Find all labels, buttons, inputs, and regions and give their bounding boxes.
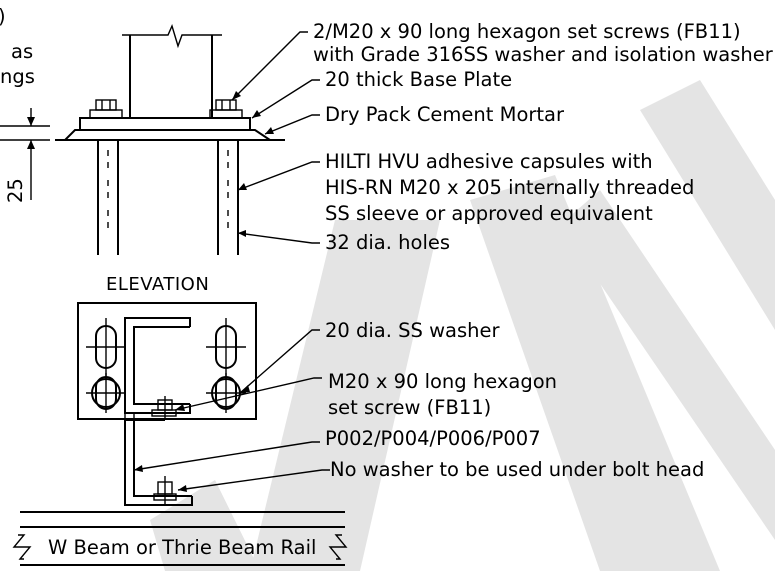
left-text-ngs: ngs: [0, 65, 35, 88]
leader-hilti: [237, 161, 320, 191]
callout-his-rn: HIS-RN M20 x 205 internally threaded: [325, 176, 694, 199]
leader-mortar: [264, 114, 320, 135]
dimension-label-25: 25: [4, 178, 27, 203]
callout-washer: with Grade 316SS washer and isolation wa…: [313, 43, 774, 66]
rail-break-left: [12, 534, 32, 560]
elevation-title: ELEVATION: [106, 274, 209, 295]
dimension-arrow-bottom: [27, 140, 35, 149]
callout-sleeve: SS sleeve or approved equivalent: [325, 202, 653, 225]
callout-mortar: Dry Pack Cement Mortar: [325, 103, 565, 126]
plan-leaders: [133, 329, 330, 492]
leader-holes: [237, 232, 320, 244]
post-break-line: [122, 23, 222, 49]
c-channel-outer: [124, 317, 191, 414]
washer-left: [89, 109, 123, 119]
beam-label: W Beam or Thrie Beam Rail: [48, 536, 316, 559]
left-paren: ): [0, 5, 6, 28]
left-fragment: ) as ngs 25: [0, 5, 50, 203]
elevation-callouts: 2/M20 x 90 long hexagon set screws (FB11…: [313, 20, 774, 254]
watermark: [150, 80, 775, 571]
leader-p-codes: [133, 441, 320, 471]
elevation-view: [55, 23, 285, 255]
mortar-pad: [62, 129, 274, 141]
rail-break-right: [328, 534, 348, 560]
plan-callouts: 20 dia. SS washer M20 x 90 long hexagon …: [325, 319, 704, 481]
callout-set-screws: 2/M20 x 90 long hexagon set screws (FB11…: [313, 20, 741, 43]
c-channel-inner: [133, 326, 190, 405]
callout-fb11: set screw (FB11): [328, 396, 491, 419]
left-text-as: as: [11, 40, 33, 63]
plan-base-plate: [77, 302, 257, 420]
callout-p-codes: P002/P004/P006/P007: [325, 427, 541, 450]
callout-ss-washer: 20 dia. SS washer: [325, 319, 501, 342]
leader-set-screws: [231, 31, 308, 101]
callout-base-plate: 20 thick Base Plate: [325, 68, 512, 91]
elevation-leaders: [231, 31, 320, 244]
callout-hilti: HILTI HVU adhesive capsules with: [325, 150, 653, 173]
callout-holes: 32 dia. holes: [325, 231, 450, 254]
rail: W Beam or Thrie Beam Rail: [12, 511, 348, 566]
callout-m20-screw: M20 x 90 long hexagon: [328, 370, 557, 393]
leader-no-washer: [177, 469, 330, 491]
leader-base-plate: [251, 79, 320, 119]
leader-ss-washer: [239, 329, 320, 394]
washer-right: [209, 109, 243, 119]
dimension-arrow-top: [27, 117, 35, 126]
bolt-head-right: [215, 99, 237, 111]
base-plate: [79, 117, 251, 131]
plan-view: [77, 302, 257, 506]
tie-strap-inner: [133, 419, 192, 497]
tie-strap-outer: [124, 419, 186, 506]
callout-no-washer: No washer to be used under bolt head: [330, 458, 704, 481]
bolt-head-left: [95, 99, 117, 111]
leader-set-screw: [174, 377, 322, 411]
